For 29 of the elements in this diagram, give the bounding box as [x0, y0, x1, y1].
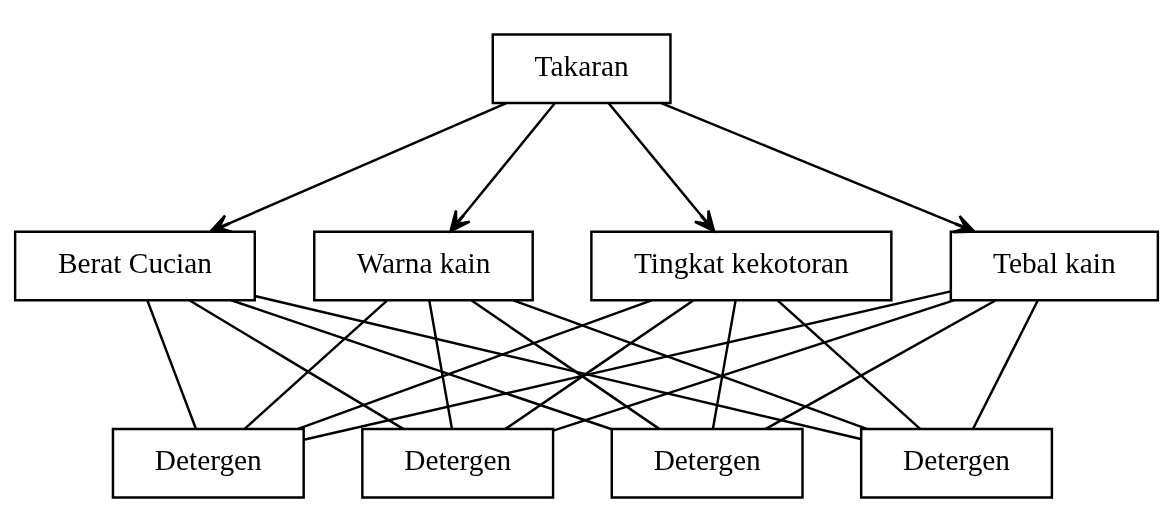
arrow — [660, 101, 976, 234]
connector — [297, 299, 652, 431]
node-box: Takaran — [491, 33, 672, 105]
node-box: Tingkat kekotoran — [590, 230, 893, 302]
connector — [777, 299, 921, 430]
arrow — [449, 102, 556, 233]
connector — [189, 299, 404, 430]
connector — [303, 290, 951, 441]
connector — [254, 294, 862, 441]
connector — [512, 299, 868, 431]
node-box: Detergen — [610, 427, 804, 499]
node-box: Berat Cucian — [13, 230, 256, 302]
connector — [470, 299, 660, 430]
connector — [244, 299, 388, 430]
node-box: Warna kain — [313, 230, 534, 302]
arrow — [607, 102, 716, 233]
connector — [428, 300, 454, 429]
connector — [972, 300, 1039, 430]
node-box: Detergen — [859, 427, 1054, 499]
node-box: Tebal kain — [949, 230, 1160, 302]
arrow — [209, 101, 507, 234]
node-box: Detergen — [361, 427, 555, 499]
connector — [711, 300, 737, 429]
connector — [146, 300, 197, 429]
node-box: Detergen — [111, 427, 305, 499]
connector — [230, 299, 613, 431]
connector — [552, 299, 955, 432]
connector — [504, 299, 694, 430]
connector — [765, 299, 997, 430]
